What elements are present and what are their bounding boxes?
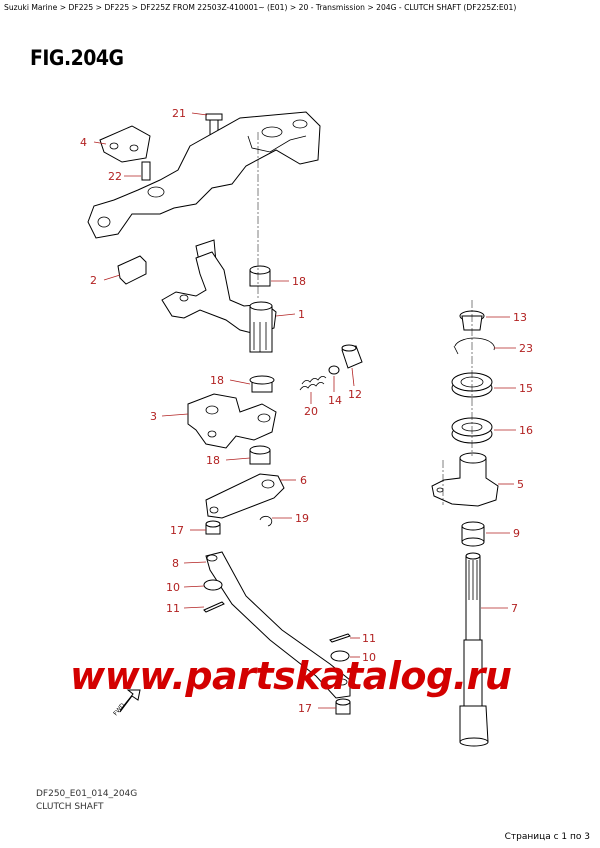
callout-10-right[interactable]: 10	[362, 651, 376, 664]
breadcrumb-item-5[interactable]: 20 - Transmission	[298, 3, 365, 12]
part-11-pin-right[interactable]	[329, 633, 351, 643]
callout-18-low[interactable]: 18	[206, 454, 220, 467]
part-18-bushing-top[interactable]	[249, 265, 271, 287]
callout-18-mid[interactable]: 18	[210, 374, 224, 387]
callout-22[interactable]: 22	[108, 170, 122, 183]
callout-6[interactable]: 6	[300, 474, 307, 487]
callout-15[interactable]: 15	[519, 382, 533, 395]
callout-14[interactable]: 14	[328, 394, 342, 407]
breadcrumb-separator: >	[289, 3, 297, 12]
part-14-ring[interactable]	[328, 365, 340, 375]
callout-8[interactable]: 8	[172, 557, 179, 570]
callout-18-top[interactable]: 18	[292, 275, 306, 288]
breadcrumb-item-4[interactable]: DF225Z FROM 22503Z-410001~ (E01)	[140, 3, 288, 12]
callout-1[interactable]: 1	[298, 308, 305, 321]
breadcrumb-separator: >	[131, 3, 138, 12]
breadcrumb-separator: >	[95, 3, 103, 12]
drawing-code: DF250_E01_014_204G	[36, 789, 138, 799]
breadcrumb-item-3[interactable]: DF225	[104, 3, 130, 12]
part-19-clip[interactable]	[259, 515, 273, 527]
breadcrumb-separator: >	[367, 3, 374, 12]
callout-11-right[interactable]: 11	[362, 632, 376, 645]
part-10-washer-right[interactable]	[330, 650, 350, 662]
part-10-washer-left[interactable]	[203, 579, 223, 591]
callout-5[interactable]: 5	[517, 478, 524, 491]
part-11-pin-left[interactable]	[203, 601, 225, 613]
callout-9[interactable]: 9	[513, 527, 520, 540]
breadcrumb-current: 204G - CLUTCH SHAFT (DF225Z:E01)	[376, 3, 517, 12]
part-2-clip[interactable]	[117, 255, 147, 285]
breadcrumb: Suzuki Marine > DF225 > DF225 > DF225Z F…	[4, 3, 516, 12]
part-3-cam-body[interactable]	[187, 393, 277, 449]
part-23-circlip[interactable]	[453, 337, 495, 355]
callout-10-left[interactable]: 10	[166, 581, 180, 594]
page-indicator: Страница с 1 по 3	[504, 832, 590, 842]
part-7-clutch-shaft[interactable]	[459, 552, 489, 747]
part-8-rod[interactable]	[205, 551, 351, 699]
watermark: www.partskatalog.ru	[70, 654, 512, 698]
part-18-bushing-low[interactable]	[249, 445, 271, 465]
part-5-housing[interactable]	[431, 452, 499, 507]
callout-7[interactable]: 7	[511, 602, 518, 615]
callout-20[interactable]: 20	[304, 405, 318, 418]
breadcrumb-item-1[interactable]: Suzuki Marine	[4, 3, 58, 12]
callout-19[interactable]: 19	[295, 512, 309, 525]
part-17-washer-top[interactable]	[205, 520, 221, 535]
part-bracket-assembly[interactable]	[87, 111, 321, 267]
callout-3[interactable]: 3	[150, 410, 157, 423]
callout-2[interactable]: 2	[90, 274, 97, 287]
part-17-washer-low[interactable]	[335, 698, 351, 715]
figure-caption: CLUTCH SHAFT	[36, 802, 104, 812]
part-1-shift-lever[interactable]	[161, 251, 277, 353]
part-18-bushing-mid[interactable]	[249, 375, 275, 393]
fwd-arrow-icon	[119, 689, 141, 713]
part-9-collar[interactable]	[461, 521, 485, 547]
callout-17-top[interactable]: 17	[170, 524, 184, 537]
part-12-sleeve[interactable]	[341, 344, 363, 369]
callout-11-left[interactable]: 11	[166, 602, 180, 615]
callout-4[interactable]: 4	[80, 136, 87, 149]
breadcrumb-separator: >	[59, 3, 67, 12]
breadcrumb-item-2[interactable]: DF225	[68, 3, 94, 12]
part-20-spring[interactable]	[299, 376, 327, 391]
figure-title: FIG.204G	[30, 46, 124, 70]
callout-12[interactable]: 12	[348, 388, 362, 401]
callout-21[interactable]: 21	[172, 107, 186, 120]
callout-16[interactable]: 16	[519, 424, 533, 437]
callout-13[interactable]: 13	[513, 311, 527, 324]
callout-17-low[interactable]: 17	[298, 702, 312, 715]
callout-23[interactable]: 23	[519, 342, 533, 355]
part-6-link-arm[interactable]	[205, 473, 285, 519]
